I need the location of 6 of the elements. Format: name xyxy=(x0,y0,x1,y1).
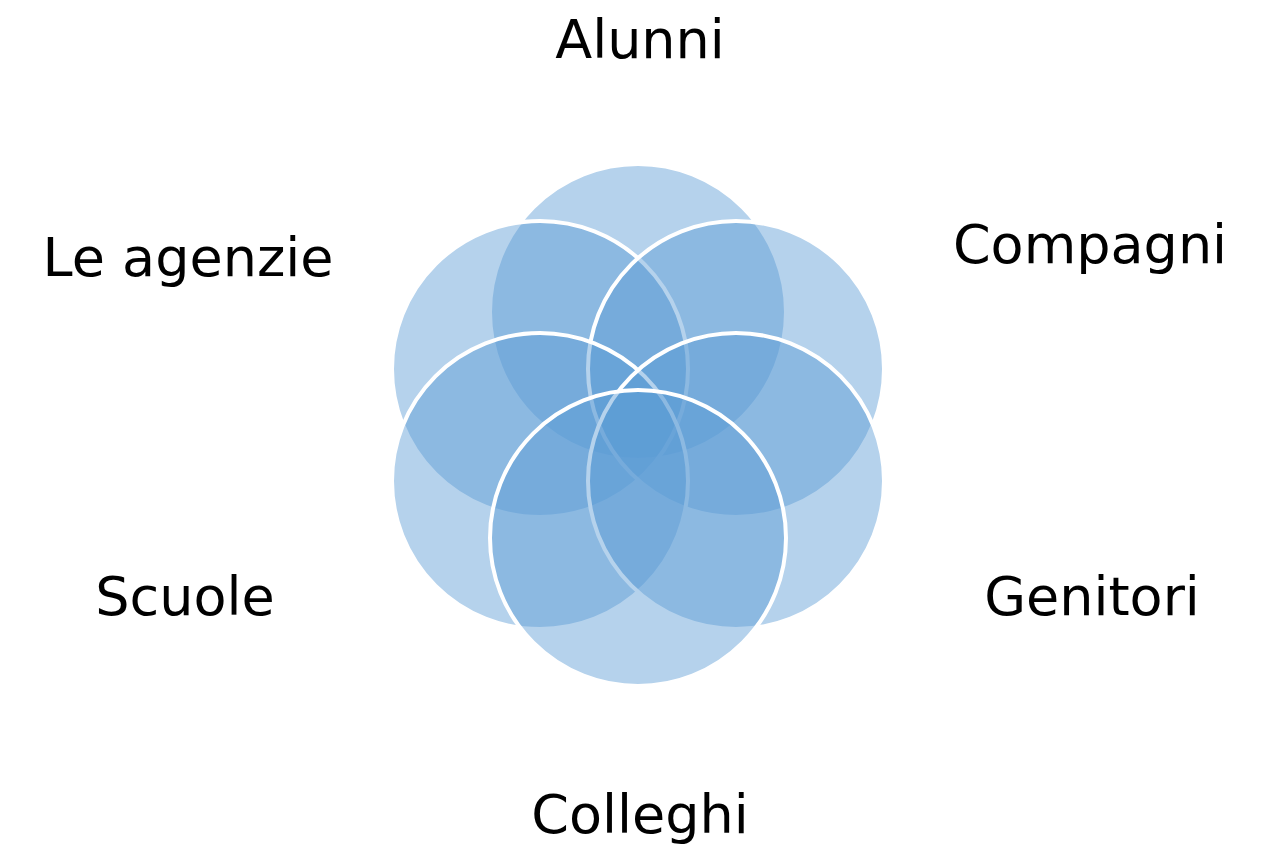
circle-label: Compagni xyxy=(952,215,1228,275)
circle-label: Alunni xyxy=(555,10,725,70)
circle-label: Genitori xyxy=(984,567,1200,627)
circle-label: Colleghi xyxy=(531,785,749,845)
circle-label: Scuole xyxy=(95,567,275,627)
circle-label: Le agenzie xyxy=(42,228,334,288)
